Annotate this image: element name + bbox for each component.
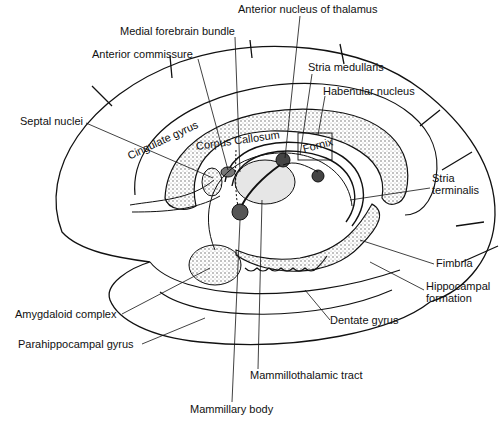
hippocampal-formation: [245, 256, 327, 271]
thalamus: [235, 153, 324, 204]
leader-lines: [285, 16, 300, 158]
fornix: [225, 142, 363, 226]
hippocampal-formation: [150, 204, 400, 314]
leader-lines: [142, 318, 205, 344]
structure-label: Stria medullaris: [308, 61, 384, 73]
stria-terminalis: [208, 153, 352, 250]
amygdala: [189, 245, 241, 285]
diencephalic-parts: [242, 165, 280, 205]
brain-outline: [56, 40, 498, 344]
septal-olfactory: [130, 180, 214, 205]
leader-lines: [86, 16, 434, 402]
leader-lines: [318, 96, 325, 135]
structure-label: Hippocampal formation: [426, 280, 498, 304]
leader-lines: [350, 188, 430, 200]
structure-label: Habenular nucleus: [323, 85, 415, 97]
stria-terminalis: [208, 153, 352, 250]
amygdala: [189, 245, 241, 285]
septal-olfactory: [130, 168, 222, 212]
structure-label: Corpus Callosum: [195, 128, 280, 152]
leader-lines: [305, 290, 330, 320]
leader-lines: [198, 59, 228, 170]
structure-label: Anterior commissure: [92, 48, 193, 60]
thalamus: [283, 163, 318, 172]
hippocampal-formation: [150, 262, 400, 294]
leader-lines: [258, 200, 262, 369]
leader-lines: [122, 268, 210, 314]
structure-label: Cingulate gyrus: [125, 118, 199, 161]
corpus-callosum: [165, 109, 408, 209]
structure-label: Amygdaloid complex: [15, 308, 117, 320]
structure-label: Septal nuclei: [20, 115, 83, 127]
diencephalic-parts: [232, 204, 248, 220]
diencephalic-parts: [236, 150, 238, 205]
structure-label: Dentate gyrus: [330, 314, 398, 326]
structure-label: Stria terminalis: [432, 172, 490, 196]
leader-lines: [235, 37, 240, 172]
leader-lines: [370, 262, 424, 290]
leader-lines: [232, 220, 240, 402]
hippocampal-formation: [236, 204, 380, 271]
structure-label: Mammillothalamic tract: [250, 369, 362, 381]
brain-outline: [92, 40, 498, 262]
structure-label: Medial forebrain bundle: [120, 25, 235, 37]
corpus-callosum: [165, 109, 408, 209]
structure-label: Fimbria: [436, 257, 473, 269]
structure-label: Parahippocampal gyrus: [18, 338, 134, 350]
structure-label: Fornix: [301, 135, 334, 155]
septal-olfactory: [132, 196, 220, 212]
fornix: [232, 151, 355, 222]
leader-lines: [360, 240, 434, 264]
diencephalic-parts: [221, 150, 280, 220]
fornix: [225, 142, 363, 226]
structure-label: Anterior nucleus of thalamus: [238, 3, 377, 15]
structure-label: Mammillary body: [190, 403, 273, 415]
